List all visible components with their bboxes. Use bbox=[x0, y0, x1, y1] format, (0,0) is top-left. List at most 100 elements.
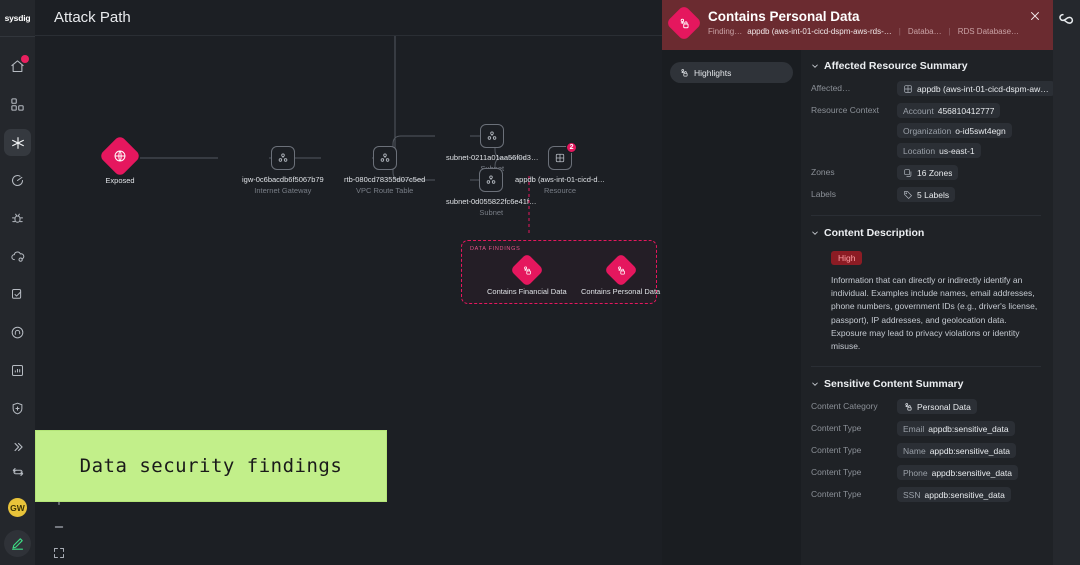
chip-label: Phone bbox=[903, 467, 928, 478]
chip-value: 16 Zones bbox=[917, 167, 953, 178]
chip-content-type[interactable]: Phone appdb:sensitive_data bbox=[897, 465, 1018, 481]
sidebar-item-risks[interactable] bbox=[4, 167, 31, 194]
content-description-text: Information that can directly or indirec… bbox=[831, 275, 1038, 351]
row-key: Labels bbox=[811, 189, 837, 199]
highlights-button[interactable]: Highlights bbox=[670, 62, 793, 83]
section-title: Content Description bbox=[824, 227, 925, 239]
meta-separator: | bbox=[898, 27, 901, 36]
drawer-title: Contains Personal Data bbox=[708, 9, 860, 24]
status-badge: High bbox=[831, 251, 863, 265]
sidebar-item-cloud[interactable] bbox=[4, 243, 31, 270]
node-exposed[interactable]: Exposed bbox=[98, 134, 142, 185]
row-key: Resource Context bbox=[811, 105, 880, 115]
chip-value: appdb:sensitive_data bbox=[924, 489, 1005, 500]
nodes-icon bbox=[479, 168, 504, 192]
row-content-type-ssn: Content Type SSN appdb:sensitive_data bbox=[811, 487, 1041, 503]
chip-value: appdb:sensitive_data bbox=[928, 423, 1009, 434]
database-icon: 2 bbox=[548, 142, 578, 170]
chip-value: appdb:sensitive_data bbox=[931, 467, 1012, 478]
node-label: subnet-0d055822fc6e41f… bbox=[446, 197, 537, 206]
drawer-header-text: Contains Personal Data Finding… appdb (a… bbox=[708, 7, 1019, 36]
data-finding-icon bbox=[679, 68, 689, 78]
close-icon[interactable] bbox=[1027, 8, 1043, 24]
drawer-header: Contains Personal Data Finding… appdb (a… bbox=[662, 0, 1053, 50]
label-icon bbox=[903, 190, 913, 200]
row-zones: Zones 16 Zones bbox=[811, 165, 1041, 180]
chip-content-category[interactable]: Personal Data bbox=[897, 399, 977, 415]
chip-location[interactable]: Location us-east-1 bbox=[897, 143, 981, 158]
drawer-meta-extra-1: Databa… bbox=[907, 27, 942, 36]
detail-column[interactable]: Affected Resource Summary Affected… appd… bbox=[801, 50, 1053, 565]
data-finding-icon bbox=[903, 402, 913, 412]
fit-screen-icon[interactable] bbox=[52, 546, 66, 560]
chip-zones[interactable]: 16 Zones bbox=[897, 165, 959, 180]
chip-content-type[interactable]: SSN appdb:sensitive_data bbox=[897, 487, 1011, 503]
nodes-icon bbox=[372, 146, 397, 170]
rail-bottom-group: GW bbox=[0, 458, 35, 557]
section-header[interactable]: Sensitive Content Summary bbox=[811, 378, 1041, 390]
chip-label: SSN bbox=[903, 489, 921, 500]
data-findings-group[interactable]: DATA FINDINGS Contains Financial Data Co… bbox=[461, 240, 660, 304]
section-header[interactable]: Affected Resource Summary bbox=[811, 60, 1041, 72]
nodes-icon bbox=[270, 146, 295, 170]
row-key: Content Type bbox=[811, 467, 862, 478]
chip-content-type[interactable]: Name appdb:sensitive_data bbox=[897, 443, 1017, 459]
chip-affected-resource[interactable]: appdb (aws-int-01-cicd-dspm-aw… bbox=[897, 81, 1053, 96]
sidebar-item-reports[interactable] bbox=[4, 357, 31, 384]
sidebar-item-policies[interactable] bbox=[4, 281, 31, 308]
sidebar-expand-button[interactable] bbox=[4, 433, 31, 460]
left-nav-rail: sysdig bbox=[0, 0, 35, 565]
row-content-type-name: Content Type Name appdb:sensitive_data bbox=[811, 443, 1041, 459]
chip-label: Account bbox=[903, 105, 934, 116]
sidebar-item-compliance[interactable] bbox=[4, 319, 31, 346]
section-title: Affected Resource Summary bbox=[824, 60, 968, 72]
zoom-controls bbox=[52, 494, 66, 560]
nodes-icon bbox=[480, 124, 505, 148]
node-label: appdb (aws-int-01-cicd-d… bbox=[515, 175, 606, 184]
node-internet-gateway[interactable]: igw-0c6bacdb6f5067b79 Internet Gateway bbox=[242, 146, 324, 195]
page-title: Attack Path bbox=[54, 9, 131, 26]
pencil-icon[interactable] bbox=[4, 530, 31, 557]
sync-icon[interactable] bbox=[4, 458, 31, 485]
section-header[interactable]: Content Description bbox=[811, 227, 1041, 239]
node-sublabel: VPC Route Table bbox=[355, 186, 414, 195]
node-subnet-b[interactable]: subnet-0d055822fc6e41f… Subnet bbox=[446, 168, 537, 217]
chip-value: appdb (aws-int-01-cicd-dspm-aw… bbox=[917, 83, 1049, 94]
chevron-down-icon bbox=[812, 382, 818, 386]
node-vpc-route-table[interactable]: rtb-080cd78355d07c5ed VPC Route Table bbox=[344, 146, 425, 195]
row-resource-context: Resource Context Account 456810412777 Or… bbox=[811, 103, 1041, 158]
infinity-icon[interactable] bbox=[1057, 8, 1076, 565]
zoom-out-button[interactable] bbox=[52, 520, 66, 534]
resource-icon bbox=[903, 84, 913, 94]
row-content-type-phone: Content Type Phone appdb:sensitive_data bbox=[811, 465, 1041, 481]
chip-label: Location bbox=[903, 145, 936, 156]
chip-value: o-id5swt4egn bbox=[955, 125, 1006, 136]
sidebar-item-attack-path[interactable] bbox=[4, 129, 31, 156]
chip-account[interactable]: Account 456810412777 bbox=[897, 103, 1001, 118]
zones-icon bbox=[903, 168, 913, 178]
drawer-meta-value: appdb (aws-int-01-cicd-dspm-aws-rds-… bbox=[747, 27, 892, 36]
node-appdb-resource[interactable]: 2 appdb (aws-int-01-cicd-d… Resource bbox=[515, 142, 606, 195]
row-labels: Labels 5 Labels bbox=[811, 187, 1041, 202]
node-contains-financial-data[interactable]: Contains Financial Data bbox=[487, 253, 567, 296]
node-label: rtb-080cd78355d07c5ed bbox=[344, 175, 426, 184]
node-sublabel: Resource bbox=[543, 186, 577, 195]
drawer-body: Highlights Affected Resource Summary Aff… bbox=[662, 50, 1053, 565]
chip-value: 5 Labels bbox=[917, 189, 950, 200]
chip-organization[interactable]: Organization o-id5swt4egn bbox=[897, 123, 1012, 138]
node-badge-count: 2 bbox=[566, 142, 578, 153]
meta-separator: | bbox=[948, 27, 951, 36]
avatar[interactable]: GW bbox=[8, 498, 27, 517]
sidebar-item-posture[interactable] bbox=[4, 395, 31, 422]
chip-labels[interactable]: 5 Labels bbox=[897, 187, 956, 202]
highlights-column: Highlights bbox=[662, 50, 801, 565]
sidebar-item-home[interactable] bbox=[4, 53, 31, 80]
sidebar-item-inventory[interactable] bbox=[4, 91, 31, 118]
drawer-meta-extra-2: RDS Database… bbox=[957, 27, 1020, 36]
section-divider bbox=[811, 215, 1041, 216]
chip-content-type[interactable]: Email appdb:sensitive_data bbox=[897, 421, 1015, 437]
sidebar-item-threats[interactable] bbox=[4, 205, 31, 232]
node-label: Exposed bbox=[105, 176, 135, 185]
node-contains-personal-data[interactable]: Contains Personal Data bbox=[581, 253, 660, 296]
